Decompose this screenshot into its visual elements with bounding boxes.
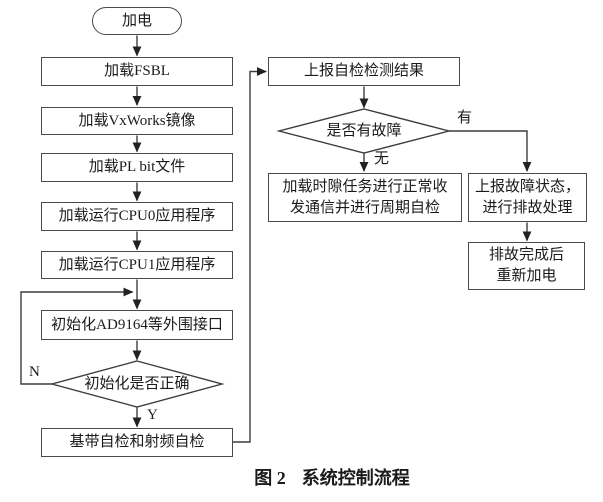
caption-text: 系统控制流程 (301, 468, 410, 488)
report-fault-line1: 上报故障状态， (474, 178, 580, 195)
step-normal-comm: 加载时隙任务进行正常收 发通信并进行周期自检 (268, 173, 462, 222)
step-load-pl-bit: 加载PL bit文件 (41, 153, 233, 182)
normal-comm-line1: 加载时隙任务进行正常收 (282, 178, 448, 195)
start-terminator: 加电 (92, 7, 182, 35)
flow-arrows (20, 35, 532, 443)
arrow-fault-yes-to-reportfault (449, 130, 532, 172)
step-run-cpu0: 加载运行CPU0应用程序 (41, 202, 233, 231)
arrow-selftest-to-report (233, 67, 267, 443)
step-run-cpu1: 加载运行CPU1应用程序 (41, 251, 233, 279)
step-init-ad9164: 初始化AD9164等外围接口 (41, 310, 233, 340)
step-load-vxworks: 加载VxWorks镜像 (41, 107, 233, 135)
label-fault-no: 无 (374, 151, 390, 167)
step-report-fault: 上报故障状态， 进行排故处理 (468, 173, 587, 222)
label-init-yes: Y (147, 407, 158, 423)
repower-line1: 排故完成后 (488, 247, 564, 263)
report-fault-line2: 进行排故处理 (482, 199, 573, 216)
repower-line2: 重新加电 (496, 268, 557, 284)
figure-caption: 图 2 系统控制流程 (62, 464, 602, 490)
label-init-no: N (29, 364, 40, 380)
caption-figure-no: 图 2 (254, 468, 286, 488)
normal-comm-line2: 发通信并进行周期自检 (289, 199, 440, 216)
step-load-fsbl: 加载FSBL (41, 57, 233, 86)
init-decision-label: 初始化是否正确 (84, 376, 190, 392)
arrow-decision-no-loop (20, 287, 134, 385)
label-fault-yes: 有 (457, 110, 473, 126)
fault-decision-diamond (276, 108, 452, 154)
step-repower: 排故完成后 重新加电 (468, 242, 585, 290)
step-report-result: 上报自检检测结果 (268, 57, 460, 86)
init-decision-diamond (49, 360, 225, 408)
step-selftest: 基带自检和射频自检 (41, 428, 233, 457)
fault-decision-label: 是否有故障 (326, 123, 402, 139)
